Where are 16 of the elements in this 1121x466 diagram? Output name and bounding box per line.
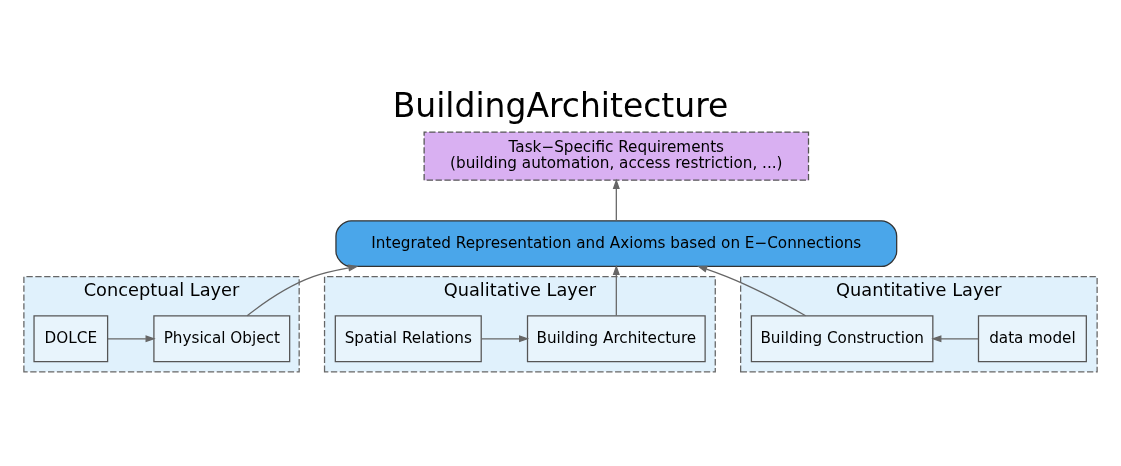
node-box: data model: [977, 314, 1087, 362]
arrow: [931, 334, 979, 342]
diagram-title: BuildingArchitecture: [392, 85, 729, 125]
node-box: Task−Specific Requirements (building automation, access restriction, ...): [423, 130, 810, 181]
node-box: Spatial Relations: [334, 314, 482, 362]
node-box: Integrated Representation and Axioms based on E−Connections: [335, 219, 898, 267]
arrow: [246, 263, 359, 316]
arrow: [480, 334, 530, 342]
node-box: DOLCE: [33, 314, 109, 362]
node-box: Building Architecture: [526, 314, 706, 362]
arrow: [107, 334, 156, 342]
arrow: [697, 265, 807, 316]
arrow: [612, 264, 620, 316]
arrow: [612, 178, 620, 221]
node-box: Building Construction: [750, 314, 934, 362]
node-box: Physical Object: [153, 314, 291, 362]
